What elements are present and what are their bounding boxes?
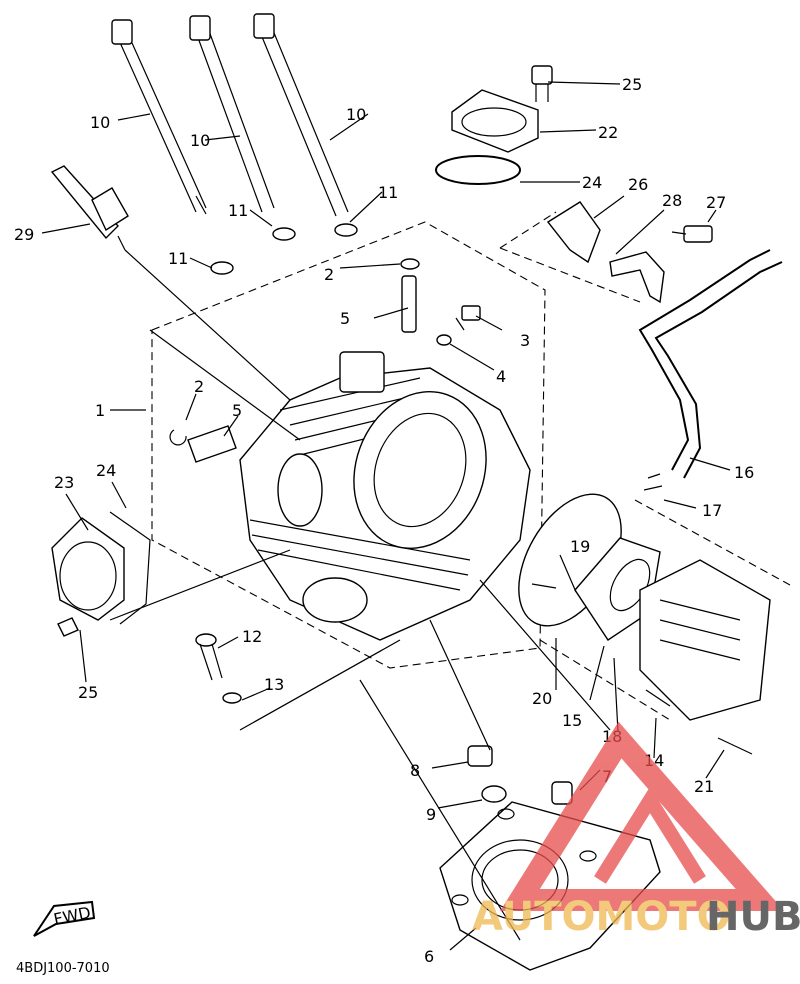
callout-27: 27 — [706, 193, 726, 212]
stud-bolts — [111, 13, 349, 217]
callout-25-top: 25 — [622, 75, 642, 94]
breather-parts — [546, 201, 713, 304]
callout-10-c: 10 — [346, 105, 366, 124]
fwd-arrow: FWD — [33, 900, 96, 937]
callout-26: 26 — [628, 175, 648, 194]
head-bolt — [195, 633, 242, 704]
spark-plug — [50, 165, 129, 251]
callout-1: 1 — [95, 401, 105, 420]
intake-assembly — [518, 493, 771, 755]
watermark-logo: AUTOMOTO HUB — [472, 721, 800, 940]
callout-15: 15 — [562, 711, 582, 730]
watermark-text-part1: AUTOMOTO — [472, 894, 731, 940]
stud-washers — [210, 223, 358, 275]
callout-2-top: 2 — [324, 265, 334, 284]
callout-12: 12 — [242, 627, 262, 646]
cover-boundary — [539, 499, 791, 721]
callout-17: 17 — [702, 501, 722, 520]
callout-23: 23 — [54, 473, 74, 492]
callout-4: 4 — [496, 367, 506, 386]
callout-19: 19 — [570, 537, 590, 556]
callout-2-left: 2 — [194, 377, 204, 396]
valve-cap-assembly — [435, 65, 553, 185]
watermark-text-part2: HUB — [706, 894, 800, 940]
callout-28: 28 — [662, 191, 682, 210]
assembly-boundary — [151, 221, 546, 669]
callout-8: 8 — [410, 761, 420, 780]
callout-9: 9 — [426, 805, 436, 824]
callout-22: 22 — [598, 123, 618, 142]
callout-29: 29 — [14, 225, 34, 244]
callout-25-left: 25 — [78, 683, 98, 702]
leader-lines — [41, 81, 731, 951]
watermark-triangle — [500, 721, 785, 911]
fwd-label: FWD — [52, 903, 92, 929]
callout-10-a: 10 — [90, 113, 110, 132]
drawing-code: 4BDJ100-7010 — [16, 961, 110, 976]
dowel-pins — [467, 745, 573, 805]
callout-labels: 1 2 2 3 4 5 5 6 7 8 9 10 10 10 11 11 11 … — [14, 75, 754, 966]
callout-24-top: 24 — [582, 173, 602, 192]
callout-10-b: 10 — [190, 131, 210, 150]
callout-5-top: 5 — [340, 309, 350, 328]
callout-24-left: 24 — [96, 461, 116, 480]
carb-boundary — [499, 211, 641, 303]
callout-11-c: 11 — [378, 183, 398, 202]
callout-11-a: 11 — [168, 249, 188, 268]
callout-6: 6 — [424, 947, 434, 966]
callout-11-b: 11 — [228, 201, 248, 220]
callout-3: 3 — [520, 331, 530, 350]
side-cover — [51, 511, 151, 637]
callout-16: 16 — [734, 463, 754, 482]
callout-20: 20 — [532, 689, 552, 708]
callout-13: 13 — [264, 675, 284, 694]
callout-21: 21 — [694, 777, 714, 796]
breather-hose — [638, 249, 783, 491]
callout-5-left: 5 — [232, 401, 242, 420]
watermark-triangle-inner — [594, 786, 706, 884]
cylinder-head — [239, 351, 531, 641]
